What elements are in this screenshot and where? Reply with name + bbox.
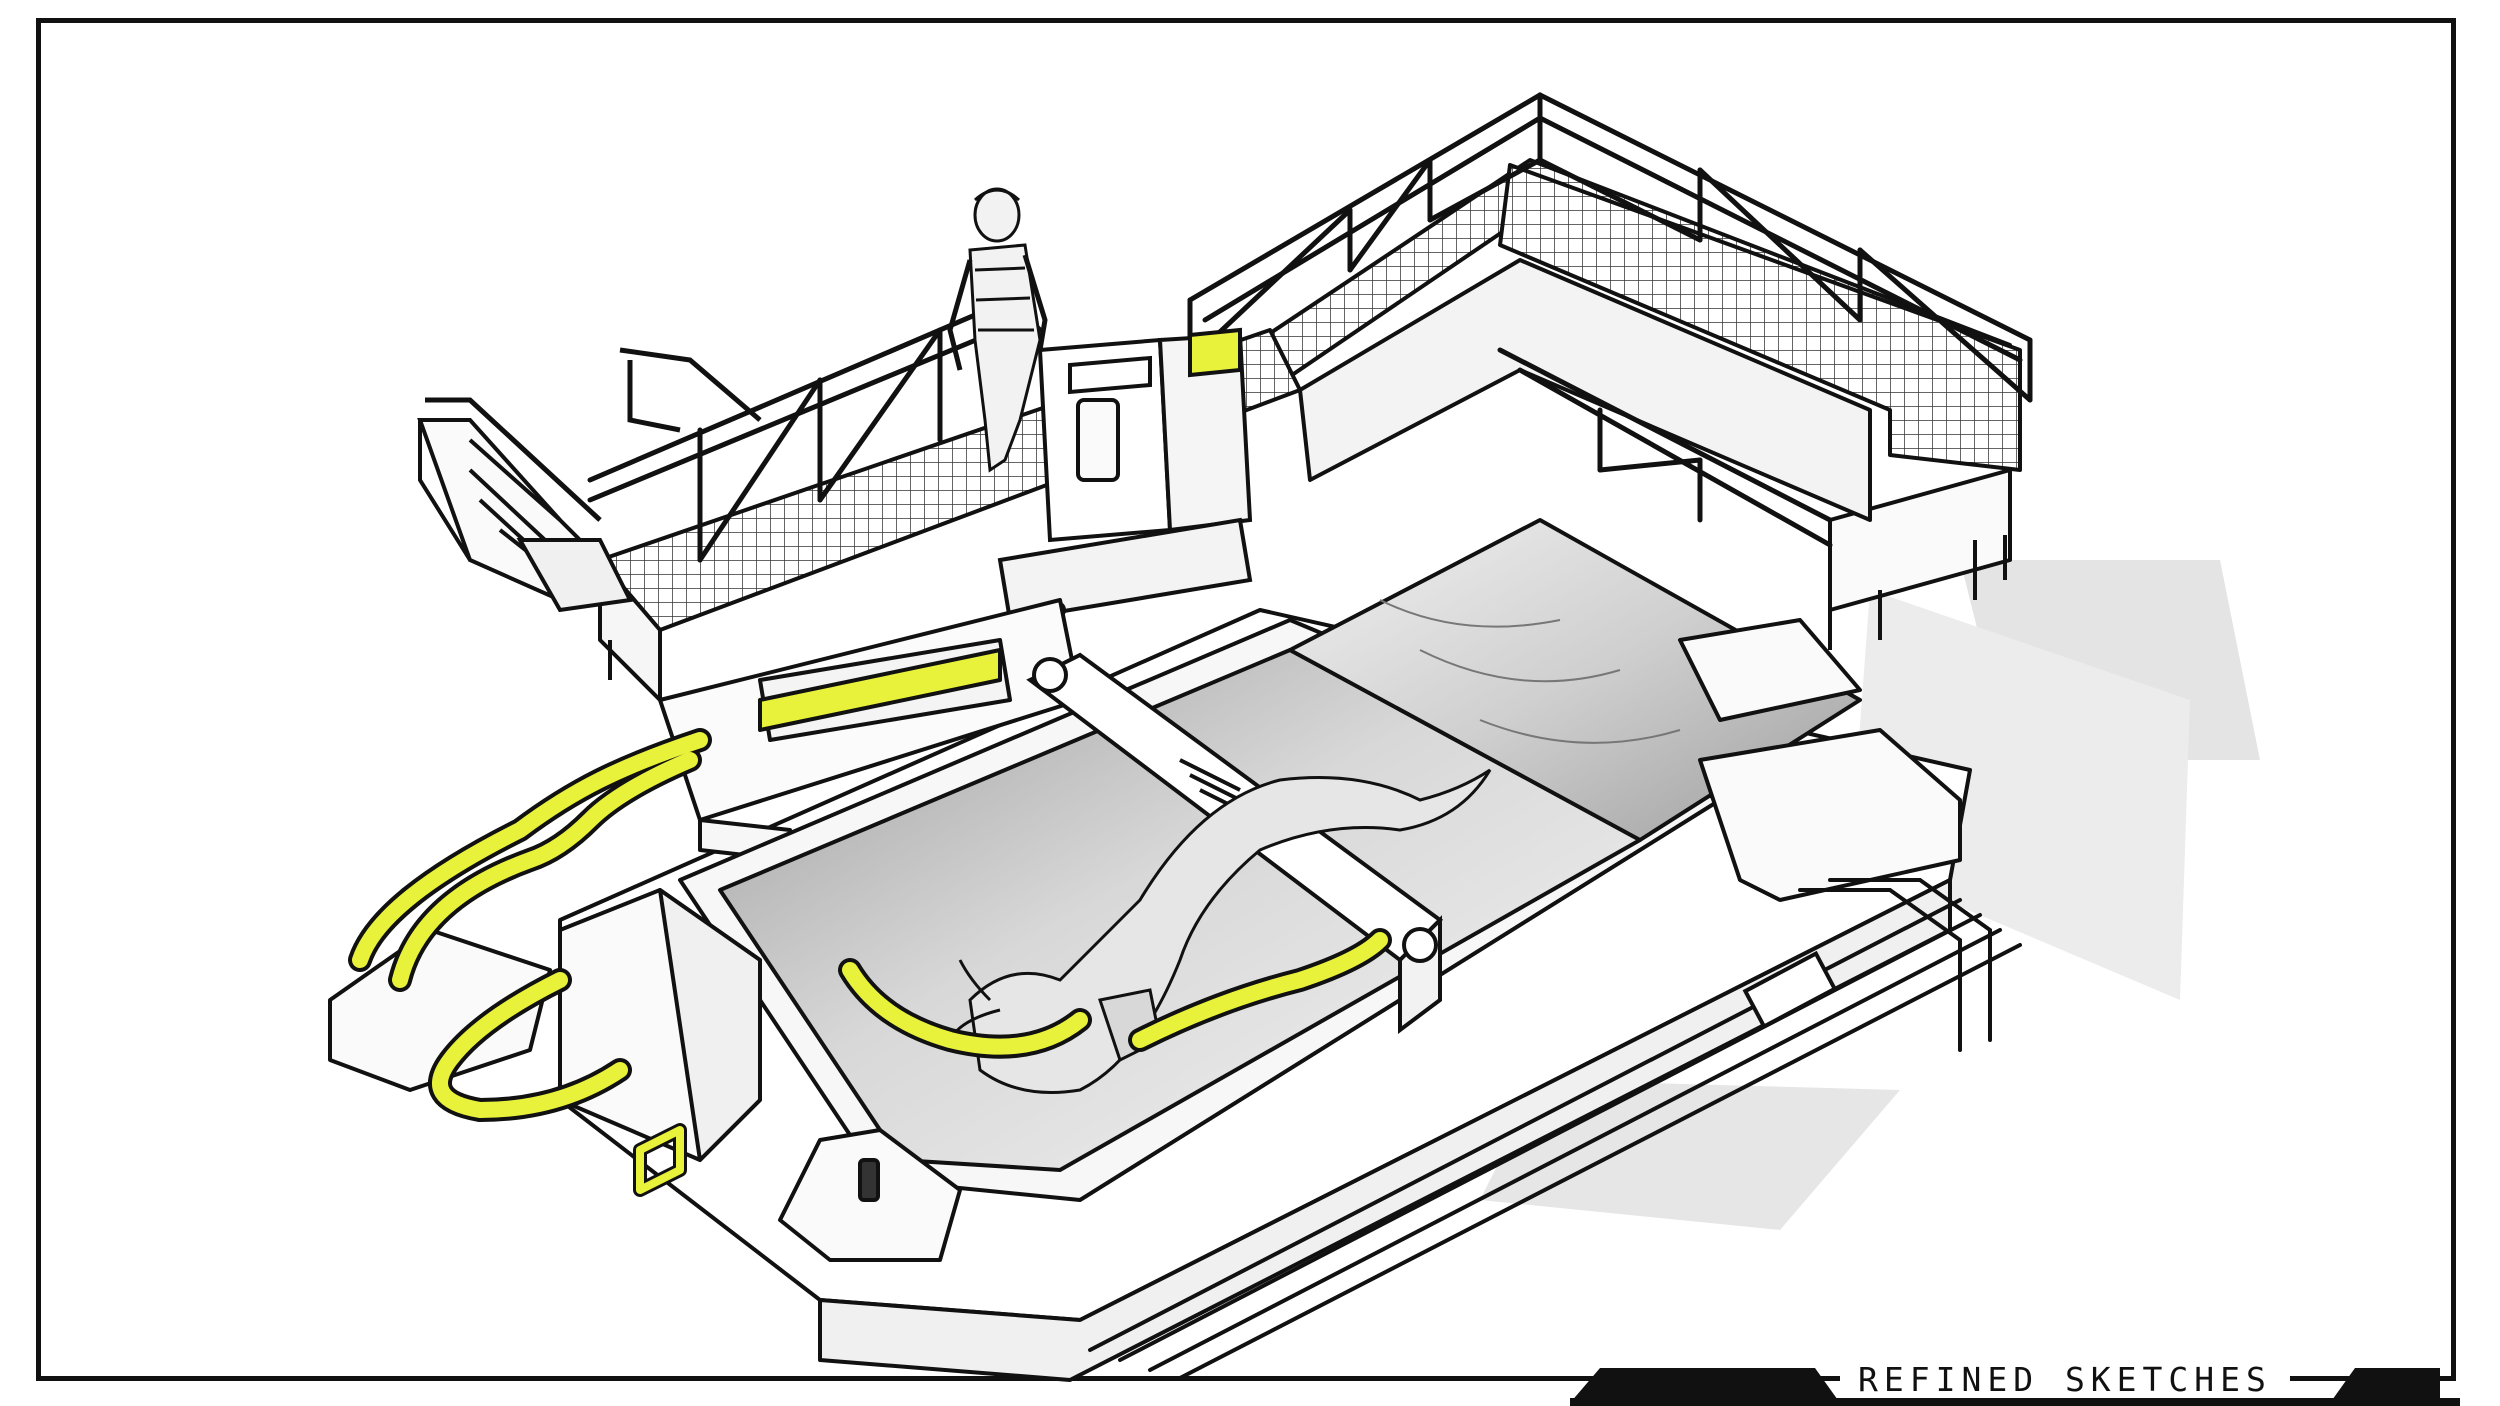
- ground-shadow: [1480, 560, 2260, 1230]
- worker-figure: [947, 187, 1048, 473]
- control-console: [997, 327, 1253, 623]
- catwalk: [598, 158, 2022, 702]
- pipes: [1088, 878, 2022, 1380]
- caption-bar: [1570, 1368, 2460, 1406]
- stairs: [417, 347, 762, 613]
- yellow-cables: [348, 728, 1392, 1197]
- caption-title: REFINED SKETCHES: [1840, 1362, 2290, 1398]
